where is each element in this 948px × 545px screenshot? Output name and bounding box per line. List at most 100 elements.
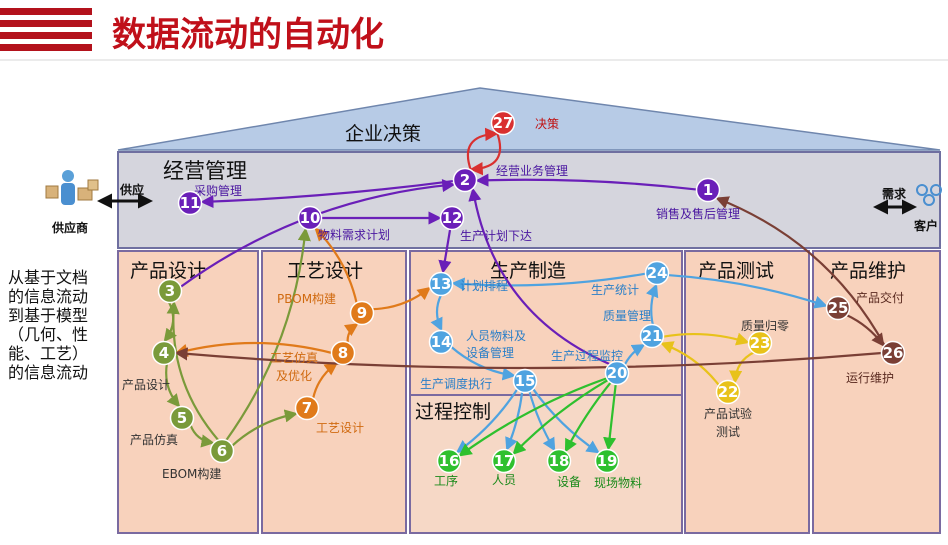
side-note-line-3: 到基于模型 [8,306,88,325]
node-circle-13 [428,271,454,297]
node-label-16: 工序 [434,473,458,488]
title-stripes-icon [0,8,92,51]
edge-20-to-2 [468,187,611,366]
node-number-16: 16 [439,452,460,470]
edge-8-to-9 [343,323,359,344]
node-3: 3 [157,278,183,304]
edge-22-to-21 [659,341,721,387]
node-7: 7 [294,395,320,421]
node-27: 27 [490,110,516,136]
node-circle-18 [546,448,572,474]
node-circle-17 [491,448,517,474]
node-circle-24 [644,260,670,286]
customer-figure-icon [916,184,942,206]
node-22: 22 [715,379,741,405]
node-circle-4 [151,340,177,366]
node-23: 23 [747,330,773,356]
edge-26-to-1 [715,196,886,347]
node-16: 16 [436,448,462,474]
node-13: 13 [428,271,454,297]
node-label-22-1: 产品试验 [704,406,752,421]
node-circle-19 [594,448,620,474]
node-17: 17 [491,448,517,474]
node-number-19: 19 [597,452,618,470]
edge-20-to-18 [564,381,612,453]
node-6: 6 [209,438,235,464]
node-label-23: 质量归零 [741,319,789,333]
customer-label: 客户 [913,218,938,233]
node-19: 19 [594,448,620,474]
edge-13-to-14 [430,294,443,332]
node-circle-8 [330,340,356,366]
node-label-1: 销售及售后管理 [656,206,740,221]
node-circle-15 [512,368,538,394]
side-note-line-6: 的信息流动 [8,363,88,382]
node-number-23: 23 [750,334,771,352]
node-number-17: 17 [494,452,515,470]
section-column-4 [684,250,810,534]
node-number-18: 18 [549,452,570,470]
node-25: 25 [825,295,851,321]
node-circle-10 [297,205,323,231]
node-label-24: 生产统计 [591,283,639,297]
node-number-14: 14 [431,333,452,351]
node-circle-3 [157,278,183,304]
node-label-8-1: 工艺仿真 [270,351,318,365]
node-label-14-1: 人员物料及 [466,329,526,343]
node-label-8-2: 及优化 [276,369,312,383]
node-number-9: 9 [357,304,367,322]
edge-20-to-16 [458,377,608,457]
edge-2-to-27 [466,127,499,172]
node-label-9: PBOM构建 [277,291,336,306]
node-number-8: 8 [338,344,348,362]
edge-25-to-26 [846,313,885,347]
node-21: 21 [639,323,665,349]
node-label-6: EBOM构建 [162,466,221,481]
edge-15-to-17 [505,391,524,451]
node-2: 2 [452,167,478,193]
node-number-10: 10 [300,209,321,227]
node-circle-1 [695,177,721,203]
edge-9-to-13 [372,286,431,311]
edge-21-to-24 [645,283,659,326]
customer-arrow-label: 需求 [882,186,907,201]
edge-9-to-10 [314,227,358,304]
roof-enterprise-decision [117,87,941,151]
section-column-2 [261,250,407,534]
node-number-20: 20 [607,364,628,382]
node-12: 12 [439,205,465,231]
edges [163,127,886,457]
section-title-4: 产品测试 [698,260,774,282]
edge-21-to-23 [662,332,750,346]
node-label-22-2: 测试 [716,424,740,439]
edge-6-to-3 [166,300,220,442]
node-circle-23 [747,330,773,356]
supplier-arrow-label: 供应 [119,182,144,197]
section-title-process-control: 过程控制 [415,401,491,423]
node-label-18: 设备 [557,475,581,489]
node-circle-25 [825,295,851,321]
section-title-1: 产品设计 [130,260,206,282]
node-circle-27 [490,110,516,136]
node-8: 8 [330,340,356,366]
page-title: 数据流动的自动化 [112,15,384,55]
node-number-13: 13 [431,275,452,293]
node-1: 1 [695,177,721,203]
node-circle-20 [604,360,630,386]
node-number-27: 27 [493,114,514,132]
node-label-20: 生产过程监控 [551,348,623,363]
node-circle-6 [209,438,235,464]
node-9: 9 [349,300,375,326]
node-circle-9 [349,300,375,326]
node-20: 20 [604,360,630,386]
edge-1-to-2 [475,173,698,191]
band-label: 经营管理 [163,159,247,183]
node-18: 18 [546,448,572,474]
process-control-panel [409,394,683,534]
node-circle-2 [452,167,478,193]
node-label-27: 决策 [535,117,559,131]
edge-4-to-5 [165,363,181,408]
